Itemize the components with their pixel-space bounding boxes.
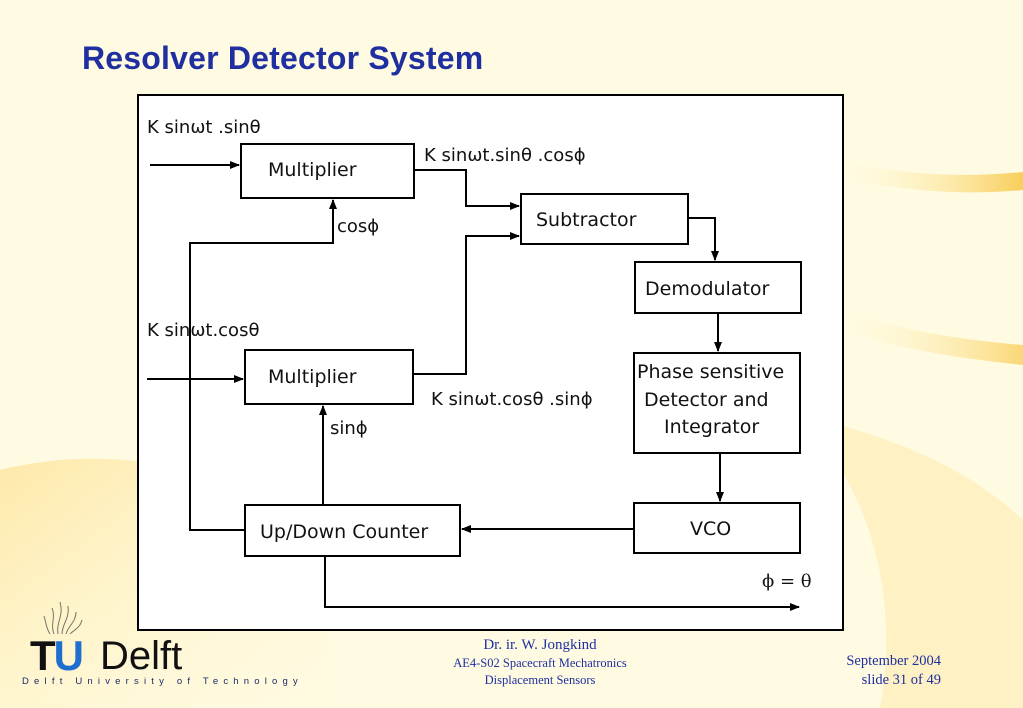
cos-phi-label: cosϕ	[337, 216, 379, 237]
tu-delft-logo: TU Delft Delft University of Technology	[22, 600, 322, 700]
sin-phi-label: sinϕ	[330, 418, 368, 439]
demodulator-block: Demodulator	[634, 261, 802, 314]
footer-right: September 2004 slide 31 of 49	[846, 652, 941, 690]
input-top-label: K sinωt .sinθ	[147, 117, 261, 138]
footer-author: Dr. ir. W. Jongkind	[483, 637, 597, 653]
footer-date: September 2004	[846, 653, 941, 669]
input-bottom-label: K sinωt.cosθ	[147, 320, 259, 341]
multiplier-top-block: Multiplier	[240, 143, 415, 199]
slide-title: Resolver Detector System	[82, 40, 484, 76]
bottom-product-arrow	[413, 232, 520, 375]
logo-subtitle: Delft University of Technology	[22, 676, 303, 687]
footer-center: Dr. ir. W. Jongkind AE4-S02 Spacecraft M…	[390, 636, 690, 689]
footer-course: AE4-S02 Spacecraft Mechatronics	[453, 656, 627, 670]
footer-slide-number: slide 31 of 49	[861, 672, 941, 688]
cos-feedback-arrow	[189, 199, 337, 531]
output-arrow	[324, 556, 800, 611]
multiplier-bottom-label: Multiplier	[268, 366, 357, 388]
subtractor-out-arrow	[688, 217, 719, 261]
phase-detector-line2: Detector and	[644, 389, 769, 411]
phase-detector-block: Phase sensitive Detector and Integrator	[633, 352, 801, 454]
phase-detector-line3: Integrator	[664, 416, 759, 438]
subtractor-block: Subtractor	[520, 193, 689, 245]
counter-block: Up/Down Counter	[244, 504, 461, 557]
multiplier-bottom-block: Multiplier	[244, 349, 414, 405]
multiplier-top-label: Multiplier	[268, 159, 357, 181]
flame-logo-icon	[43, 601, 83, 634]
bottom-product-label: K sinωt.cosθ .sinϕ	[431, 389, 593, 410]
phase-detector-line1: Phase sensitive	[637, 361, 784, 383]
counter-label: Up/Down Counter	[260, 521, 428, 543]
logo-delft-text: Delft	[100, 634, 183, 678]
subtractor-label: Subtractor	[536, 209, 637, 231]
signal-lines	[147, 161, 800, 611]
vco-label: VCO	[690, 518, 731, 540]
top-product-label: K sinωt.sinθ .cosϕ	[424, 145, 586, 166]
demodulator-label: Demodulator	[645, 278, 770, 300]
vco-block: VCO	[633, 502, 801, 554]
logo-tu-letters: TU	[30, 632, 84, 679]
logo-tu-text: TU	[30, 632, 84, 680]
top-product-arrow	[414, 169, 520, 210]
output-label: ϕ = θ	[762, 571, 812, 592]
footer-topic: Displacement Sensors	[484, 673, 596, 687]
